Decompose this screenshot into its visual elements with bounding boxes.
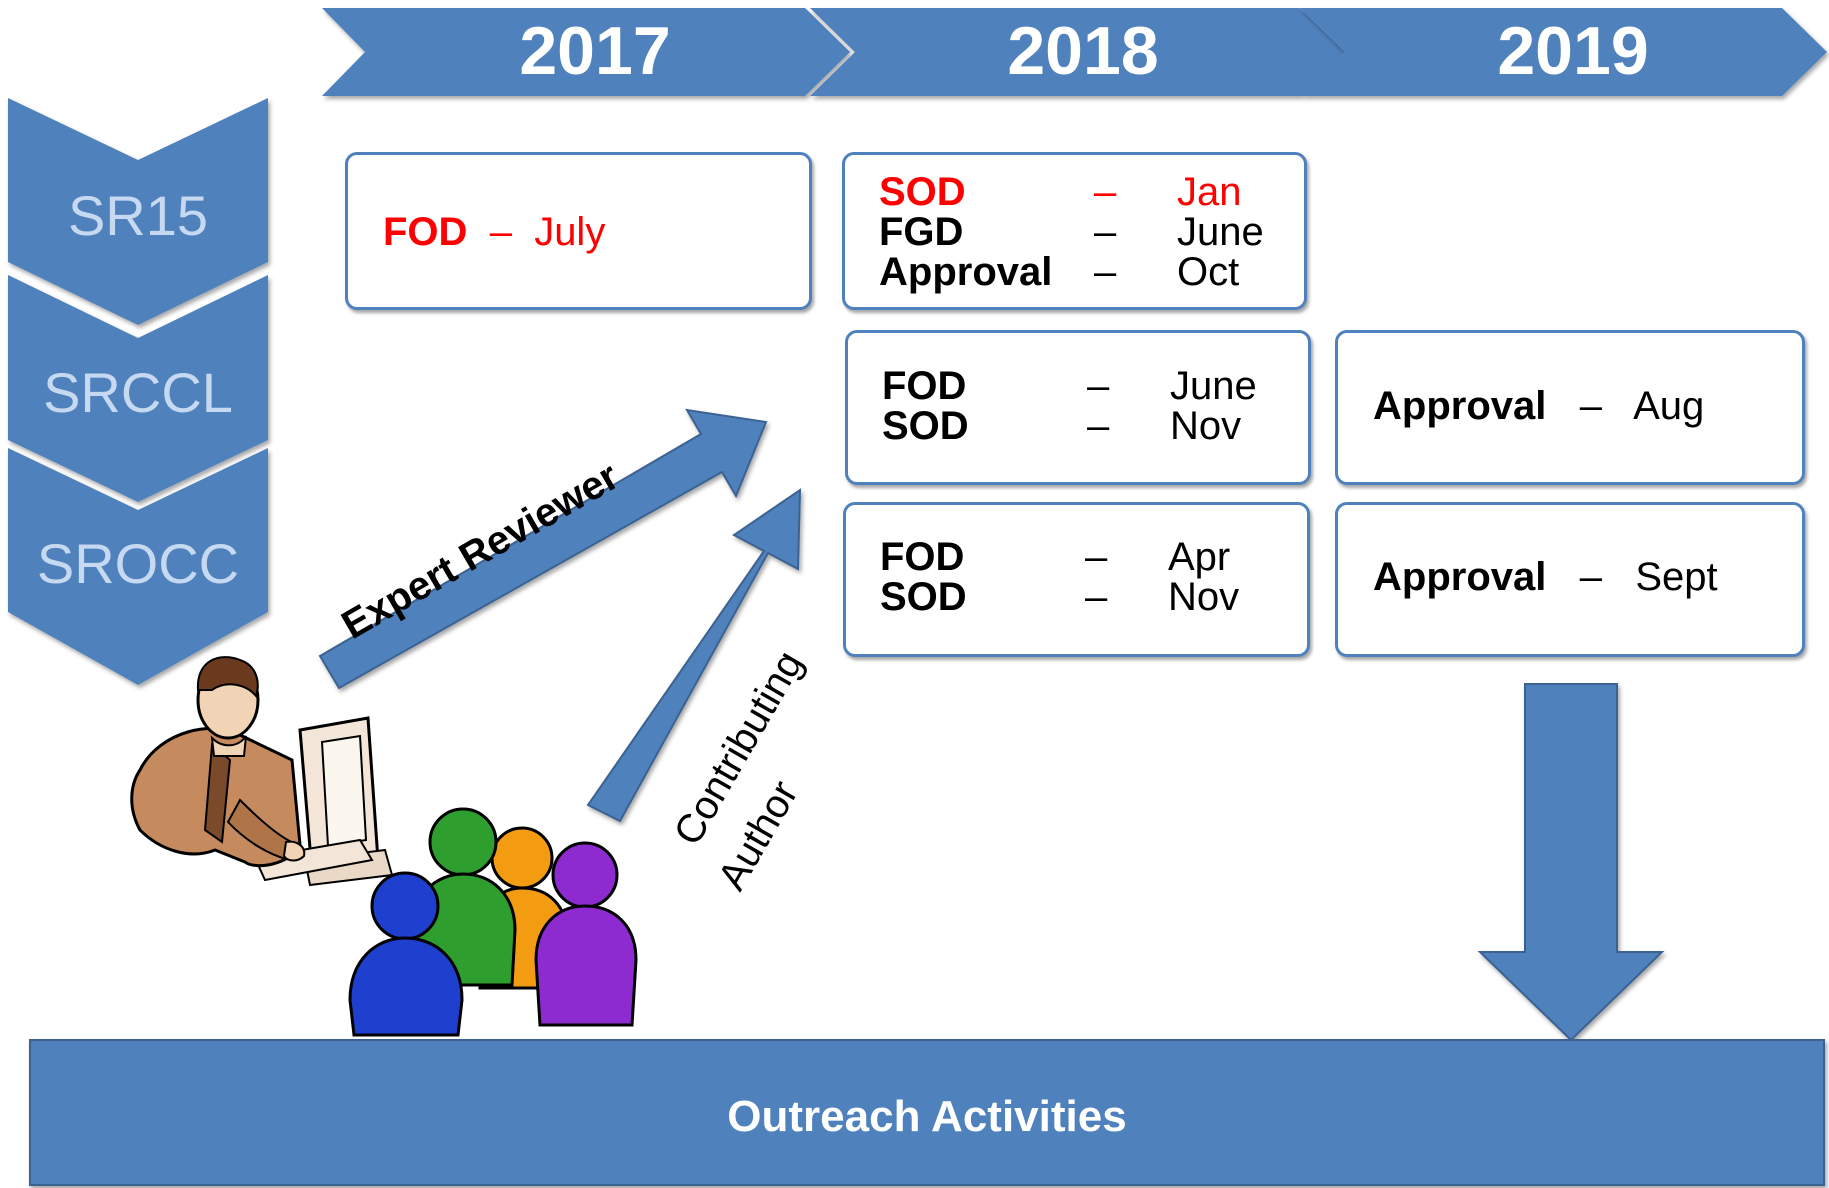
milestone-label: SOD (880, 575, 967, 619)
sr15-2018-milestone-box: SOD – Jan FGD – June Approval – Oct (842, 152, 1307, 310)
milestone-dash: – (1579, 384, 1602, 428)
year-label-2017: 2017 (519, 13, 670, 89)
milestone-month: June (1177, 210, 1264, 254)
report-chevron-srccl (8, 275, 268, 502)
year-chevron-2019 (1300, 8, 1827, 96)
milestone-label: FOD (882, 364, 967, 408)
milestone-month: Jan (1177, 170, 1242, 214)
year-chevron-2018 (810, 8, 1345, 96)
milestone-label: FOD (880, 535, 965, 579)
milestone-dash: – (1094, 210, 1117, 254)
sr15-2017-milestone-box: FOD – July (345, 152, 812, 310)
milestone-dash: – (489, 210, 512, 254)
report-chevron-sr15 (8, 98, 268, 325)
milestone-label: SOD (882, 404, 969, 448)
srocc-2019-milestone-box: Approval – Sept (1335, 502, 1805, 657)
milestone-label: FGD (879, 210, 964, 254)
milestone-month: Oct (1177, 250, 1240, 294)
milestone-dash: – (1085, 575, 1108, 619)
milestone-month: Apr (1168, 535, 1231, 579)
milestone-dash: – (1085, 535, 1108, 579)
report-label-srccl: SRCCL (43, 361, 233, 424)
outreach-activities-label: Outreach Activities (727, 1092, 1126, 1141)
report-label-sr15: SR15 (68, 184, 208, 247)
people-group-illustration (348, 807, 638, 1037)
contributing-author-arrow (586, 488, 802, 823)
srocc-2018-milestone-box: FOD – Apr SOD – Nov (843, 502, 1310, 657)
milestone-dash: – (1094, 170, 1117, 214)
milestone-dash: – (1087, 364, 1110, 408)
milestone-month: Sept (1635, 555, 1718, 599)
milestone-label: FOD (383, 210, 468, 254)
srccl-2018-milestone-box: FOD – June SOD – Nov (845, 330, 1311, 485)
milestone-month: June (1170, 364, 1257, 408)
milestone-label: SOD (879, 170, 966, 214)
year-label-2019: 2019 (1497, 13, 1648, 89)
report-label-srocc: SROCC (37, 532, 239, 595)
milestone-month: Nov (1170, 404, 1242, 448)
milestone-dash: – (1087, 404, 1110, 448)
milestone-dash: – (1094, 250, 1117, 294)
milestone-label: Approval (1373, 555, 1547, 599)
milestone-label: Approval (1373, 384, 1547, 428)
milestone-month: Nov (1168, 575, 1240, 619)
report-chevron-srocc (8, 448, 268, 685)
expert-reviewer-arrow (318, 408, 768, 690)
down-arrow-to-outreach (1477, 683, 1665, 1042)
milestone-label: Approval (879, 250, 1053, 294)
person-at-computer-illustration (130, 656, 394, 887)
milestone-dash: – (1579, 555, 1602, 599)
milestone-month: July (534, 210, 606, 254)
milestone-month: Aug (1633, 384, 1705, 428)
year-label-2018: 2018 (1007, 13, 1158, 89)
year-chevron-2017 (322, 8, 850, 96)
outreach-activities-bar (29, 1039, 1825, 1186)
srccl-2019-milestone-box: Approval – Aug (1335, 330, 1805, 485)
